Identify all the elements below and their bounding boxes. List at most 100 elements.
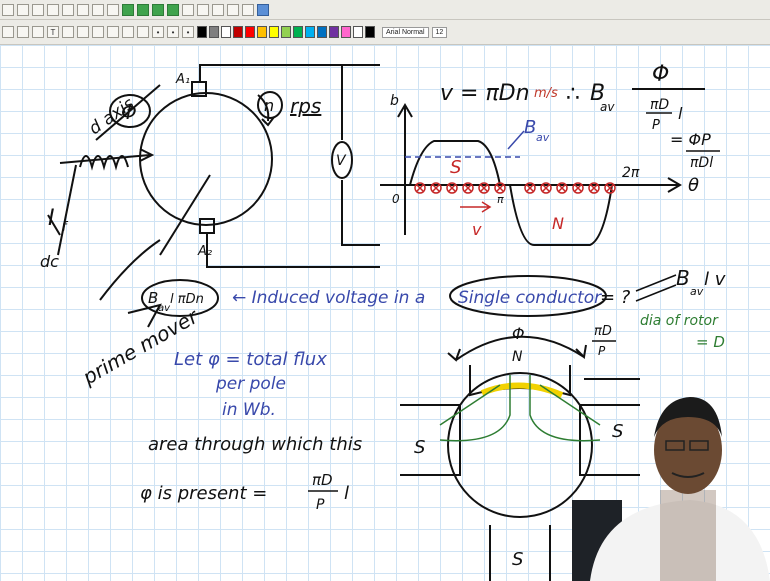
dc-label: dc xyxy=(40,252,59,271)
bav-plot-subscript: av xyxy=(536,131,550,144)
conductor-8 xyxy=(556,182,568,194)
conductor-cross-10 xyxy=(590,184,598,192)
bav-plot-label: B xyxy=(524,117,536,138)
color-swatch-7[interactable] xyxy=(281,26,291,38)
stroke-large-icon[interactable]: • xyxy=(182,26,194,38)
dia-equation: = D xyxy=(696,333,725,351)
rps-label: rps xyxy=(290,94,321,118)
s-pole-label: S xyxy=(450,157,461,178)
dia-rotor-text: dia of rotor xyxy=(640,313,719,329)
file-toolbar xyxy=(0,0,770,20)
color-swatch-0[interactable] xyxy=(197,26,207,38)
paste-icon[interactable] xyxy=(92,3,104,16)
phi-label: Φ xyxy=(121,100,137,124)
previous-page-icon[interactable] xyxy=(137,3,149,16)
open-file-icon[interactable] xyxy=(17,3,29,16)
zoom-fit-icon[interactable] xyxy=(212,3,224,16)
conductor-cross-4 xyxy=(480,184,488,192)
color-swatch-2[interactable] xyxy=(221,26,231,38)
fullscreen-icon[interactable] xyxy=(257,3,269,16)
answer-rest: l v xyxy=(704,269,726,290)
single-conductor-text: Single conductor xyxy=(458,288,602,308)
whiteboard-drawing: d axis Φ A₁ A₂ n rps V I f dc prime move… xyxy=(40,62,770,581)
color-swatch-13[interactable] xyxy=(353,26,363,38)
image-insert-icon[interactable] xyxy=(122,26,134,38)
save-file-icon[interactable] xyxy=(32,3,44,16)
pole-s-right: S xyxy=(612,421,623,442)
n-pole-label: N xyxy=(552,214,564,233)
fill-icon[interactable] xyxy=(107,26,119,38)
color-swatch-11[interactable] xyxy=(329,26,339,38)
color-swatch-6[interactable] xyxy=(269,26,279,38)
color-swatch-12[interactable] xyxy=(341,26,351,38)
voltmeter-circle xyxy=(331,141,353,179)
zoom-page-icon[interactable] xyxy=(242,3,254,16)
pen-tool-icon[interactable] xyxy=(107,3,119,16)
rectangle-tool-icon[interactable] xyxy=(92,26,104,38)
lasso-icon[interactable] xyxy=(62,26,74,38)
zoom-out-icon[interactable] xyxy=(197,3,209,16)
color-swatch-8[interactable] xyxy=(293,26,303,38)
drawing-toolbar: T • • • Arial Normal 12 xyxy=(0,20,770,45)
pole-s-bottom: S xyxy=(512,549,523,570)
color-picker-icon[interactable] xyxy=(137,26,149,38)
flux-lines xyxy=(439,375,601,442)
font-size-selector[interactable]: 12 xyxy=(431,26,448,38)
stroke-small-icon[interactable]: • xyxy=(152,26,164,38)
answer-b: B xyxy=(676,266,690,290)
print-icon[interactable] xyxy=(47,3,59,16)
zoom-width-icon[interactable] xyxy=(227,3,239,16)
first-page-icon[interactable] xyxy=(122,3,134,16)
copy-icon[interactable] xyxy=(77,3,89,16)
conductor-cross-9 xyxy=(574,184,582,192)
pole-n: N xyxy=(512,349,523,365)
cut-icon[interactable] xyxy=(62,3,74,16)
last-page-icon[interactable] xyxy=(167,3,179,16)
color-swatch-10[interactable] xyxy=(317,26,327,38)
line-tool-icon[interactable] xyxy=(32,26,44,38)
per-pole-text: per pole xyxy=(215,374,286,394)
area-frac-num: πD xyxy=(312,471,333,489)
color-swatch-14[interactable] xyxy=(365,26,375,38)
conductor-cross-1 xyxy=(432,184,440,192)
pole-diagram xyxy=(400,335,640,581)
conductor-cross-8 xyxy=(558,184,566,192)
pi-label: π xyxy=(497,193,504,206)
stroke-medium-icon[interactable]: • xyxy=(167,26,179,38)
induced-box-b: B xyxy=(148,289,158,307)
conductor-10 xyxy=(588,182,600,194)
color-swatch-5[interactable] xyxy=(257,26,267,38)
flux-waveform xyxy=(380,103,682,246)
bav-symbol: B xyxy=(590,81,605,106)
therefore-symbol: ∴ xyxy=(566,82,580,107)
color-swatch-1[interactable] xyxy=(209,26,219,38)
font-selector[interactable]: Arial Normal xyxy=(382,26,429,38)
pencil-icon[interactable] xyxy=(2,26,14,38)
next-page-icon[interactable] xyxy=(152,3,164,16)
answer-sub: av xyxy=(690,285,704,298)
v-arrow-label: v xyxy=(472,220,482,239)
if-label: I xyxy=(48,206,55,231)
text-tool-icon[interactable]: T xyxy=(47,26,59,38)
color-swatch-9[interactable] xyxy=(305,26,315,38)
conductor-2 xyxy=(446,182,458,194)
two-pi-label: 2π xyxy=(622,165,640,181)
whiteboard-canvas[interactable]: d axis Φ A₁ A₂ n rps V I f dc prime move… xyxy=(0,45,770,581)
conductor-0 xyxy=(414,182,426,194)
new-file-icon[interactable] xyxy=(2,3,14,16)
prime-mover-arrow xyxy=(127,303,162,328)
eraser-icon[interactable] xyxy=(17,26,29,38)
zoom-in-icon[interactable] xyxy=(182,3,194,16)
conductor-cross-0 xyxy=(416,184,424,192)
color-swatch-3[interactable] xyxy=(233,26,243,38)
area-frac-den: P xyxy=(316,497,325,513)
conductor-row xyxy=(414,182,616,194)
phi-present-text: φ is present = xyxy=(140,483,267,504)
highlighter-icon[interactable] xyxy=(77,26,89,38)
voltmeter-label: V xyxy=(336,153,347,169)
color-swatch-4[interactable] xyxy=(245,26,255,38)
conductor-4 xyxy=(478,182,490,194)
presenter-video xyxy=(572,397,770,581)
eq-l: l xyxy=(678,104,683,123)
eq-phi-numerator: Φ xyxy=(652,62,669,87)
